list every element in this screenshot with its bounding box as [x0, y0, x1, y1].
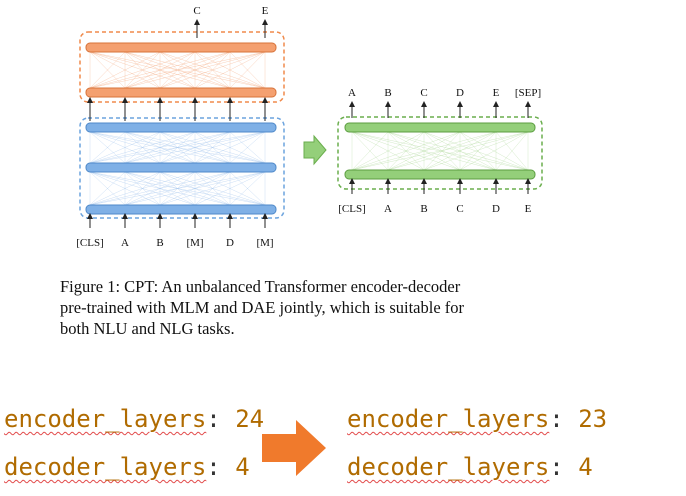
attention-line — [89, 171, 126, 206]
attention-line — [459, 131, 529, 171]
encoder-input-label: D — [226, 237, 234, 249]
caption-line-1: Figure 1: CPT: An unbalanced Transformer… — [60, 277, 461, 296]
attention-line — [89, 171, 231, 206]
attention-line — [159, 131, 266, 164]
generator-output-label: E — [493, 87, 500, 99]
attention-line — [89, 131, 266, 164]
generator-output-label: C — [420, 87, 427, 99]
generator-attention-lines — [351, 131, 529, 171]
transition-arrow-icon — [303, 134, 327, 166]
config-value: 4 — [235, 453, 250, 481]
attention-line — [89, 131, 126, 164]
caption-line-3: both NLU and NLG tasks. — [60, 319, 235, 338]
attention-line — [89, 51, 196, 89]
attention-line — [351, 131, 529, 171]
config-value: 23 — [578, 405, 608, 433]
encoder-layer-middle — [85, 162, 277, 173]
encoder-input-label: [M] — [256, 237, 273, 249]
attention-line — [194, 171, 266, 206]
config-after-encoder: encoder_layers: 23 — [347, 405, 608, 433]
config-before-encoder: encoder_layers: 24 — [4, 405, 265, 433]
attention-line — [194, 131, 266, 164]
attention-line — [351, 131, 497, 171]
attention-line — [423, 131, 497, 171]
attention-line — [229, 171, 266, 206]
generator-output-label: D — [456, 87, 464, 99]
config-key: decoder_layers — [347, 453, 550, 481]
decoder-output-label: E — [262, 5, 269, 17]
generator-input-label: D — [492, 203, 500, 215]
encoder-input-tokens: [CLS] A B [M] D [M] — [76, 213, 274, 249]
attention-line — [89, 51, 126, 89]
encoder-to-decoder-arrows — [87, 97, 268, 121]
attention-line — [89, 171, 161, 206]
figure-caption: Figure 1: CPT: An unbalanced Transformer… — [60, 276, 600, 339]
encoder-input-label: B — [156, 237, 163, 249]
generator-input-label: C — [456, 203, 463, 215]
config-value: 4 — [578, 453, 593, 481]
generator-layer-bottom — [344, 169, 536, 180]
attention-line — [124, 131, 266, 164]
attention-line — [459, 131, 497, 171]
config-key: encoder_layers — [4, 405, 207, 433]
encoder-input-label: [M] — [186, 237, 203, 249]
change-arrow-icon — [262, 420, 326, 476]
attention-line — [229, 131, 266, 164]
attention-line — [89, 131, 196, 164]
left-attention-lines — [89, 51, 266, 206]
generator-layer-top — [344, 122, 536, 133]
attention-line — [194, 51, 266, 89]
attention-line — [89, 51, 266, 89]
config-value: 24 — [235, 405, 265, 433]
attention-line — [351, 131, 389, 171]
generator-output-tokens: A B C D E [SEP] — [348, 87, 541, 118]
attention-line — [89, 131, 231, 164]
decoder-layer-top — [85, 42, 277, 53]
generator-input-label: [CLS] — [338, 203, 366, 215]
config-before-decoder: decoder_layers: 4 — [4, 453, 250, 481]
attention-line — [495, 131, 529, 171]
generator-output-label: A — [348, 87, 356, 99]
attention-line — [89, 51, 231, 89]
encoder-input-label: A — [121, 237, 129, 249]
caption-line-2: pre-trained with MLM and DAE jointly, wh… — [60, 298, 465, 317]
attention-line — [159, 51, 266, 89]
attention-line — [387, 131, 497, 171]
attention-line — [351, 131, 425, 171]
attention-line — [124, 171, 266, 206]
attention-line — [423, 131, 529, 171]
attention-line — [124, 51, 266, 89]
config-key: encoder_layers — [347, 405, 550, 433]
generator-output-label: B — [384, 87, 391, 99]
config-key: decoder_layers — [4, 453, 207, 481]
attention-line — [351, 131, 461, 171]
generator-input-label: A — [384, 203, 392, 215]
generator-input-tokens: [CLS] A B C D E — [338, 178, 532, 215]
encoder-dashed-box — [79, 117, 285, 219]
config-after-decoder: decoder_layers: 4 — [347, 453, 593, 481]
attention-line — [387, 131, 529, 171]
decoder-layer-bottom — [85, 87, 277, 98]
generator-output-label: [SEP] — [515, 87, 541, 99]
decoder-output-label: C — [193, 5, 200, 17]
encoder-layer-top — [85, 122, 277, 133]
encoder-input-label: [CLS] — [76, 237, 104, 249]
attention-line — [89, 51, 161, 89]
generator-input-label: E — [525, 203, 532, 215]
attention-line — [159, 171, 266, 206]
attention-line — [89, 171, 196, 206]
generator-dashed-box — [337, 116, 543, 190]
attention-line — [89, 171, 266, 206]
generator-input-label: B — [420, 203, 427, 215]
encoder-layer-bottom — [85, 204, 277, 215]
attention-line — [229, 51, 266, 89]
attention-line — [89, 131, 161, 164]
decoder-dashed-box — [79, 31, 285, 103]
